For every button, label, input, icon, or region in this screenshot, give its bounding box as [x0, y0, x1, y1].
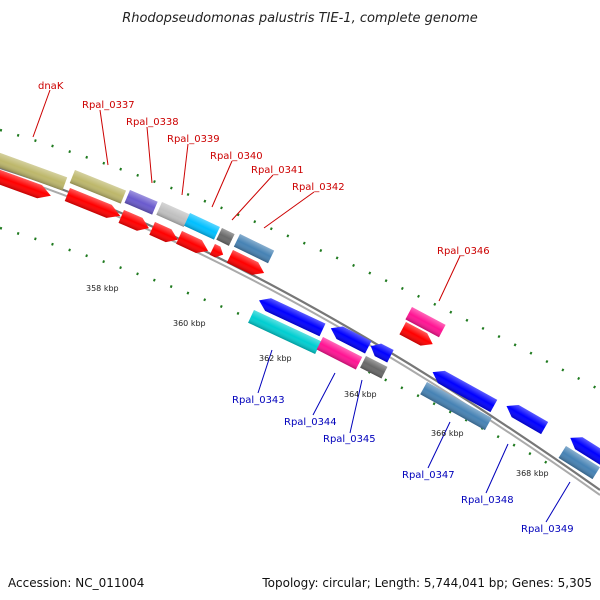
gene-rpal-0339[interactable]	[156, 202, 190, 227]
label-rpal-0341: Rpal_0341	[251, 165, 304, 176]
cds-arrow[interactable]	[118, 210, 152, 235]
gene-rpal-0340[interactable]	[184, 213, 220, 240]
label-rpal-0344: Rpal_0344	[284, 417, 337, 428]
label-rpal-0345: Rpal_0345	[323, 434, 376, 445]
gene-blue-arrow[interactable]	[567, 432, 600, 466]
gene-rpal-0342[interactable]	[233, 234, 275, 264]
ruler-label: 368 kbp	[516, 469, 549, 478]
ruler-label: 362 kbp	[259, 354, 292, 363]
label-rpal-0346: Rpal_0346	[437, 246, 490, 257]
label-rpal-0337: Rpal_0337	[82, 100, 135, 111]
forward-genes	[0, 150, 446, 338]
label-rpal-0347: Rpal_0347	[402, 470, 455, 481]
reverse-labels: Rpal_0343 Rpal_0344 Rpal_0345 Rpal_0347 …	[232, 395, 574, 535]
label-rpal-0340: Rpal_0340	[210, 151, 263, 162]
forward-labels: dnaK Rpal_0337 Rpal_0338 Rpal_0339 Rpal_…	[38, 81, 490, 257]
forward-cds	[0, 168, 436, 350]
cds-arrow[interactable]	[64, 188, 123, 222]
label-rpal-0348: Rpal_0348	[461, 495, 514, 506]
gene-rpal-0346[interactable]	[405, 307, 446, 338]
gene-rpal-0337[interactable]	[69, 170, 126, 204]
label-rpal-0339: Rpal_0339	[167, 134, 220, 145]
label-dnak: dnaK	[38, 81, 64, 92]
reverse-genes	[248, 294, 600, 480]
ruler-labels: 358 kbp 360 kbp 362 kbp 364 kbp 366 kbp …	[86, 284, 549, 478]
label-rpal-0349: Rpal_0349	[521, 524, 574, 535]
tick-ring-inner	[0, 226, 561, 472]
topology-text: Topology: circular; Length: 5,744,041 bp…	[261, 576, 592, 590]
genome-title: Rhodopseudomonas palustris TIE-1, comple…	[122, 11, 478, 26]
accession-text: Accession: NC_011004	[8, 576, 144, 590]
gene-blue-arrow[interactable]	[256, 294, 326, 337]
gene-rpal-0341[interactable]	[216, 228, 235, 246]
gene-blue-arrow[interactable]	[328, 322, 372, 354]
ruler-label: 364 kbp	[344, 390, 377, 399]
cds-arrow[interactable]	[176, 231, 211, 257]
cds-arrow[interactable]	[0, 168, 53, 202]
cds-arrow[interactable]	[226, 250, 267, 279]
gene-rpal-0348[interactable]	[558, 446, 600, 480]
gene-rpal-0347[interactable]	[420, 382, 492, 431]
reverse-leaders	[257, 349, 571, 523]
gene-rpal-0338[interactable]	[124, 190, 158, 215]
gene-blue-arrow[interactable]	[429, 366, 498, 413]
label-rpal-0342: Rpal_0342	[292, 182, 345, 193]
ruler-label: 360 kbp	[173, 319, 206, 328]
cds-arrow[interactable]	[399, 322, 436, 350]
label-rpal-0338: Rpal_0338	[126, 117, 179, 128]
gene-rpal-0345[interactable]	[360, 356, 388, 379]
gene-rpal-0344[interactable]	[316, 337, 363, 370]
gene-rpal-0343[interactable]	[248, 310, 322, 354]
cds-arrow[interactable]	[209, 244, 226, 260]
label-rpal-0343: Rpal_0343	[232, 395, 285, 406]
ruler-label: 366 kbp	[431, 429, 464, 438]
cds-arrow[interactable]	[149, 222, 180, 246]
gene-blue-arrow[interactable]	[368, 340, 394, 363]
forward-leaders	[32, 89, 461, 302]
gene-dnaK[interactable]	[0, 150, 68, 191]
gene-blue-arrow[interactable]	[503, 400, 549, 435]
ruler-label: 358 kbp	[86, 284, 119, 293]
